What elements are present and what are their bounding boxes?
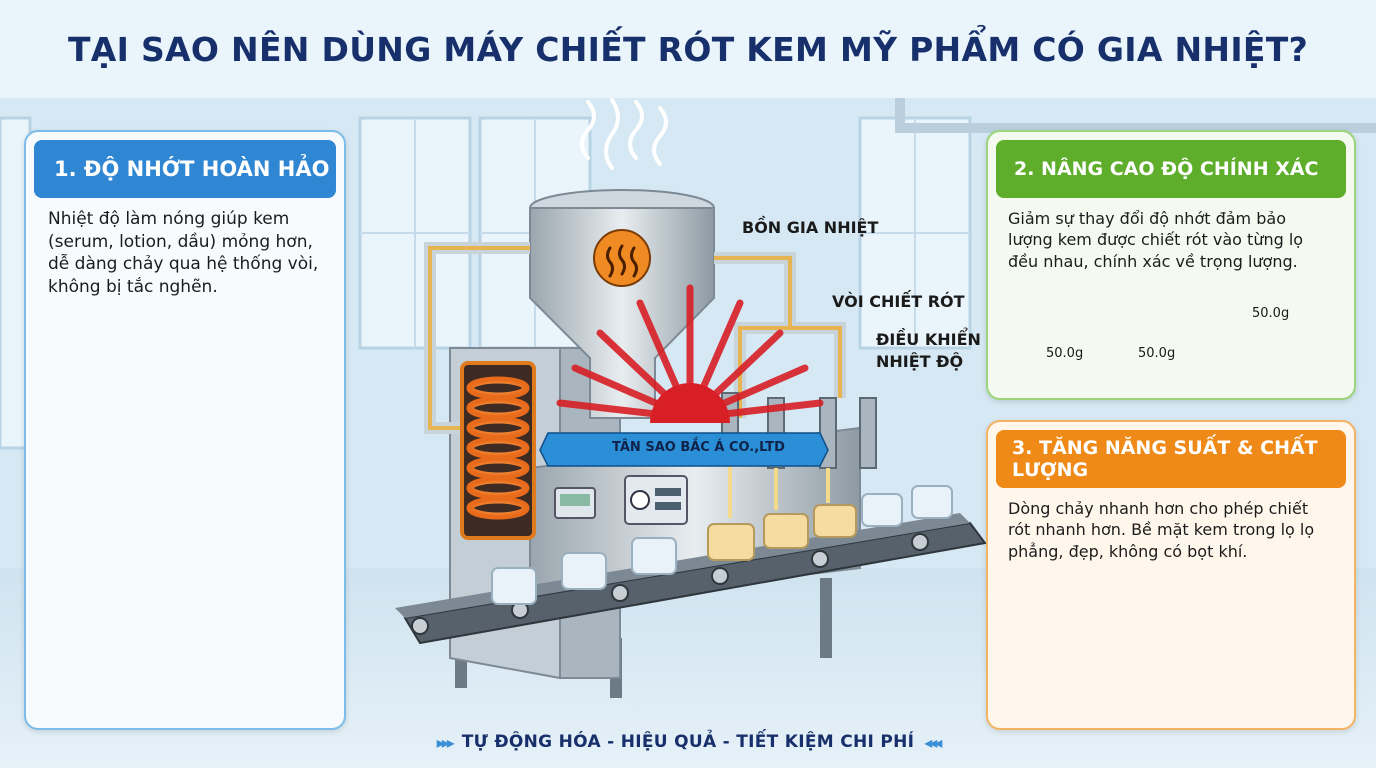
- heating-tank-label: BỒN GIA NHIỆT: [742, 218, 879, 237]
- nozzle-label: VÒI CHIẾT RÓT: [832, 292, 965, 311]
- watermark-text: TÂN SAO BẮC Á CO.,LTD: [612, 440, 785, 455]
- panel-productivity-heading: 3. TĂNG NĂNG SUẤT & CHẤT LƯỢNG: [996, 430, 1346, 488]
- title-bar: TẠI SAO NÊN DÙNG MÁY CHIẾT RÓT KEM MỸ PH…: [0, 0, 1376, 98]
- panel-productivity: 3. TĂNG NĂNG SUẤT & CHẤT LƯỢNG Dòng chảy…: [986, 420, 1356, 730]
- panel-viscosity: 1. ĐỘ NHỚT HOÀN HẢO Nhiệt độ làm nóng gi…: [24, 130, 346, 730]
- jar-label-2: 50.0g: [1138, 346, 1176, 361]
- panel-productivity-text: Dòng chảy nhanh hơn cho phép chiết rót n…: [1008, 499, 1315, 561]
- panel-accuracy: 2. NÂNG CAO ĐỘ CHÍNH XÁC Giảm sự thay đổ…: [986, 130, 1356, 400]
- panel-accuracy-heading: 2. NÂNG CAO ĐỘ CHÍNH XÁC: [996, 140, 1346, 198]
- arrows-left-icon: ◂◂◂: [924, 732, 942, 752]
- temp-control-label-1: ĐIỀU KHIỂN: [876, 330, 981, 349]
- page-title: TẠI SAO NÊN DÙNG MÁY CHIẾT RÓT KEM MỸ PH…: [67, 29, 1309, 69]
- jar-label-1: 50.0g: [1046, 346, 1084, 361]
- footer-text: TỰ ĐỘNG HÓA - HIỆU QUẢ - TIẾT KIỆM CHI P…: [461, 732, 915, 752]
- panel-accuracy-text: Giảm sự thay đổi độ nhớt đảm bảo lượng k…: [1008, 209, 1304, 271]
- arrows-right-icon: ▸▸▸: [436, 732, 455, 752]
- panel-viscosity-text: Nhiệt độ làm nóng giúp kem (serum, lotio…: [48, 209, 319, 297]
- footer-slogan: ▸▸▸ TỰ ĐỘNG HÓA - HIỆU QUẢ - TIẾT KIỆM C…: [0, 722, 1376, 762]
- scale-jar-label: 50.0g: [1252, 306, 1290, 321]
- panel-viscosity-heading: 1. ĐỘ NHỚT HOÀN HẢO: [34, 140, 336, 198]
- temp-control-label-2: NHIỆT ĐỘ: [876, 352, 964, 371]
